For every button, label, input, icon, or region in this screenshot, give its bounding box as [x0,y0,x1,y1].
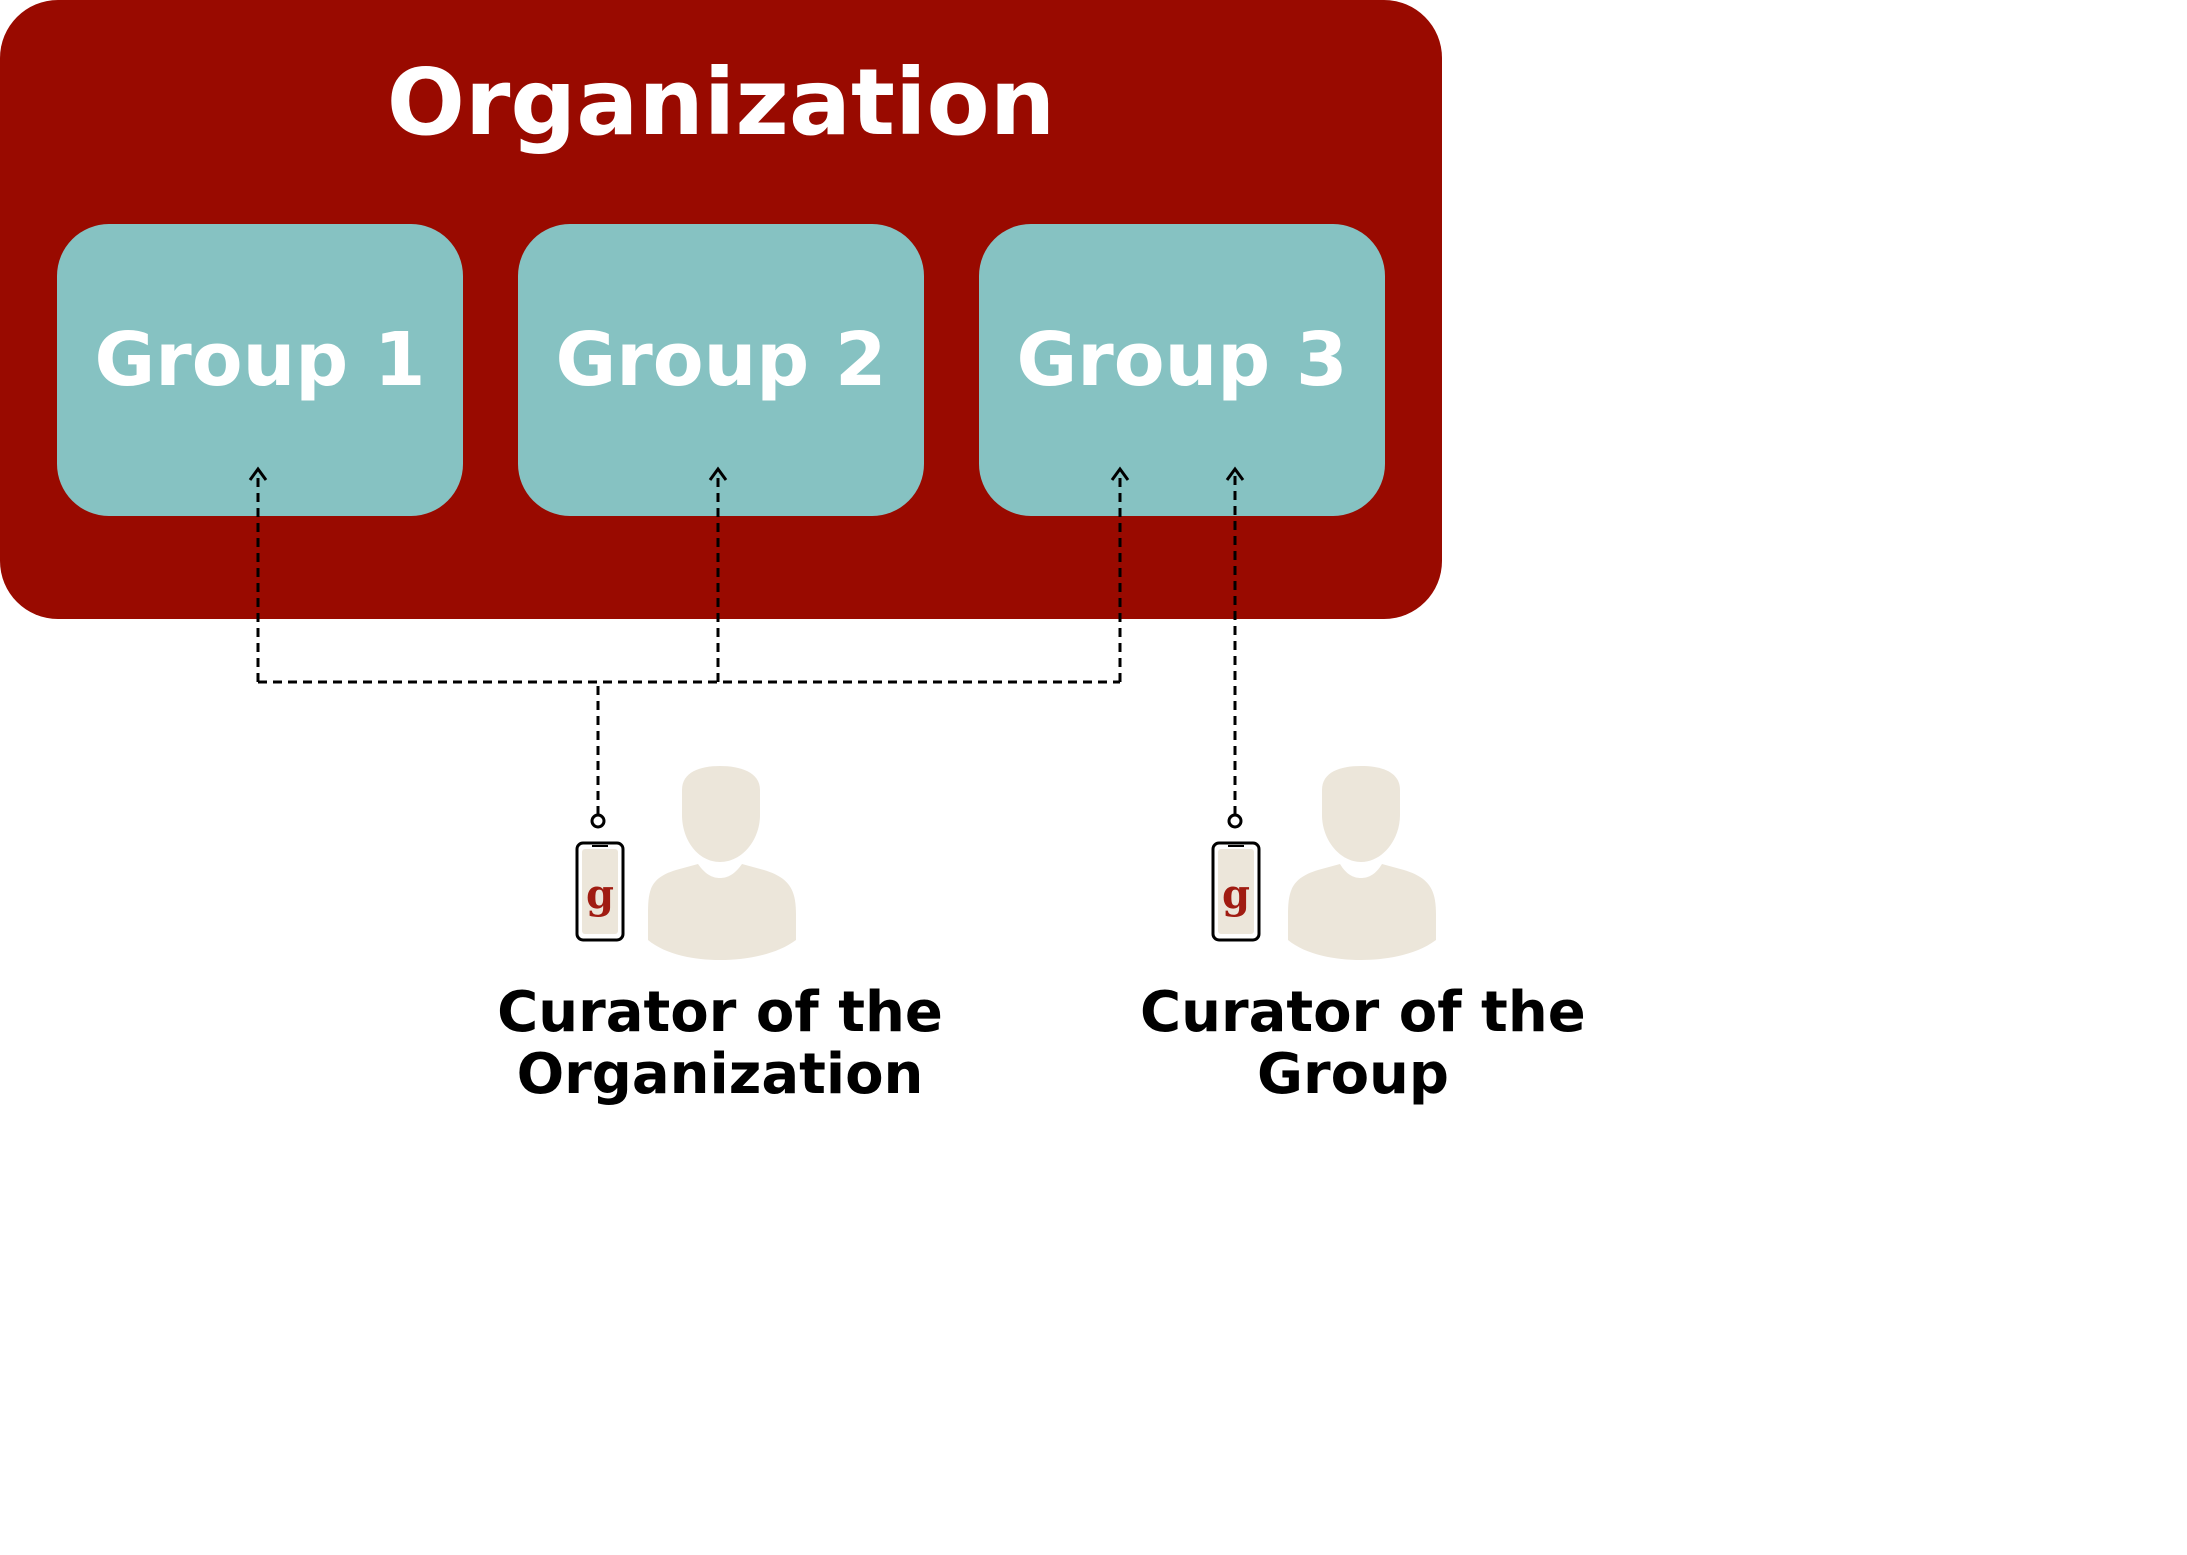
org-curator-connectors [256,474,1237,815]
group-3-box: Group 3 [979,224,1385,516]
arrowhead-icon [1110,466,1130,481]
group-curator-caption-line-1: Curator of the [1140,980,1586,1045]
group-2-label: Group 2 [555,317,887,403]
group-1-label: Group 1 [94,317,426,403]
group-curator-caption: Curator of the Group [1140,980,1586,1107]
arrowhead-icon [1225,466,1245,481]
group-curator-endpoint [1227,813,1243,829]
group-3-label: Group 3 [1016,317,1348,403]
arrowheads [248,466,1245,481]
svg-text:g: g [586,871,614,918]
org-curator-person-icon [648,766,796,960]
group-curator-phone-icon: g [1211,841,1261,942]
arrowhead-icon [708,466,728,481]
org-curator-phone-icon: g [575,841,625,942]
org-curator-endpoint [590,813,606,829]
organization-title: Organization [386,49,1056,156]
group-curator-person-icon [1288,766,1436,960]
arrowhead-icon [248,466,268,481]
connector-layer: g g [248,466,1436,960]
org-curator-caption-line-1: Curator of the [497,980,943,1045]
svg-text:g: g [1222,871,1250,918]
org-curator-caption: Curator of the Organization [490,982,950,1106]
group-2-box: Group 2 [518,224,924,516]
org-curator-caption-line-2: Organization [516,1042,924,1107]
organization-box: Organization Group 1 Group 2 Group 3 [0,0,1442,619]
group-1-box: Group 1 [57,224,463,516]
group-curator-caption-line-2: Group [1256,1042,1449,1107]
